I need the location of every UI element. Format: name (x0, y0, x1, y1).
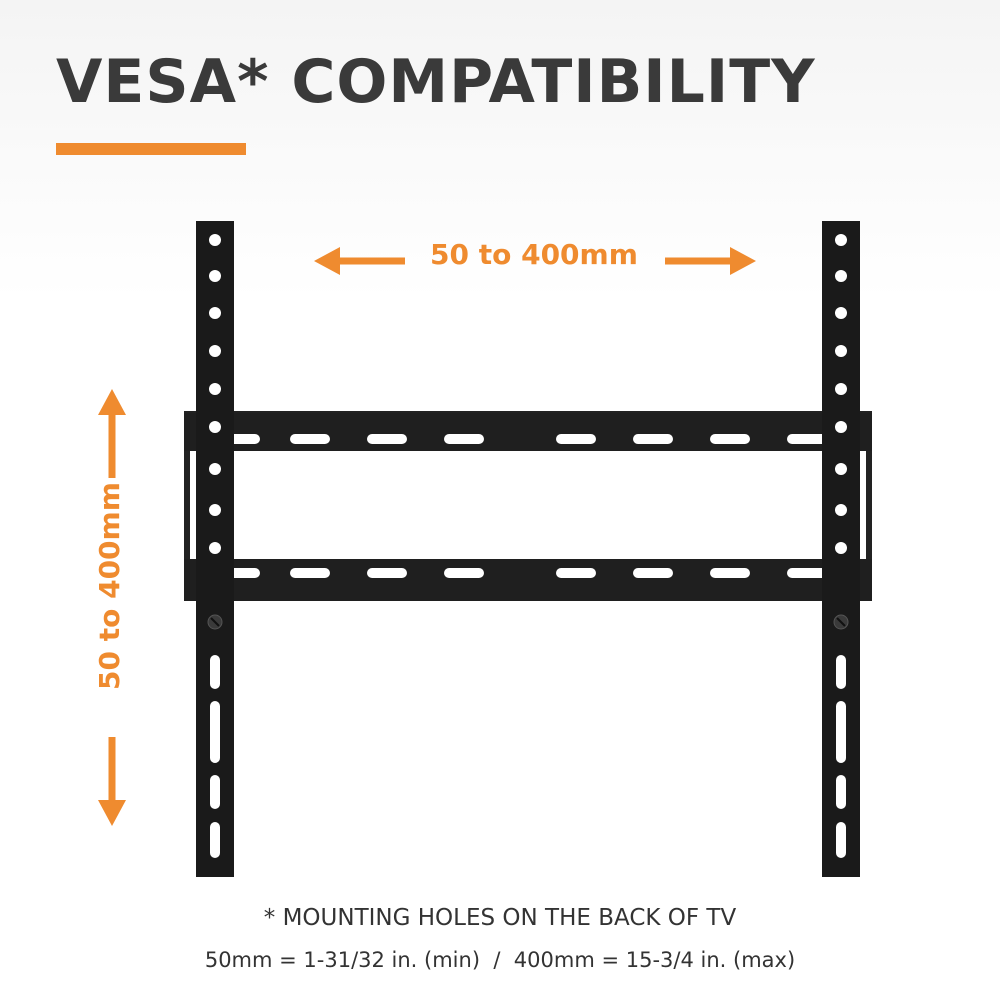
page-title: VESA* COMPATIBILITY (56, 47, 816, 117)
vertical-dimension-label: 50 to 400mm (93, 482, 126, 690)
size-conversion-note: 50mm = 1-31/32 in. (min) / 400mm = 15-3/… (204, 948, 796, 972)
right-mounting-arm (822, 221, 860, 877)
horizontal-dimension-label: 50 to 400mm (430, 238, 638, 271)
wall-plate (184, 411, 872, 601)
vertical-dimension-arrows (98, 389, 126, 826)
left-mounting-arm (196, 221, 234, 877)
title-underline (56, 143, 246, 155)
mounting-holes-note: * MOUNTING HOLES ON THE BACK OF TV (263, 905, 737, 931)
horizontal-dimension-arrows (314, 247, 756, 275)
